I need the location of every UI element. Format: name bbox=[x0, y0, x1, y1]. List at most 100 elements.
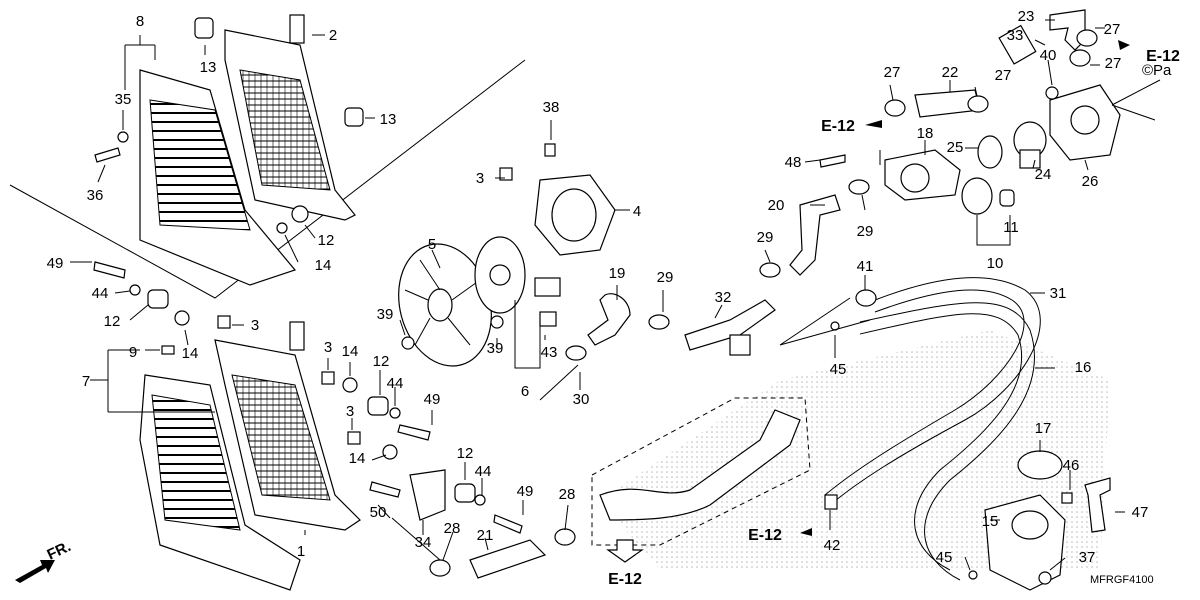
part-label-n9: 9 bbox=[129, 344, 137, 361]
part-label-n28b: 28 bbox=[559, 486, 576, 503]
part-label-n24: 24 bbox=[1035, 166, 1052, 183]
part-label-n27c: 27 bbox=[1104, 21, 1121, 38]
part-label-n50: 50 bbox=[370, 504, 387, 521]
part-label-n14d: 14 bbox=[349, 450, 366, 467]
part-label-n3c: 3 bbox=[346, 403, 354, 420]
hose-47[interactable] bbox=[1084, 477, 1111, 533]
part-label-n28a: 28 bbox=[444, 520, 461, 537]
part-label-n49a: 49 bbox=[47, 255, 64, 272]
part-label-n27a: 27 bbox=[884, 64, 901, 81]
part-label-n4: 4 bbox=[633, 203, 641, 220]
part-label-n41: 41 bbox=[857, 258, 874, 275]
radiator-cover-upper[interactable] bbox=[139, 69, 297, 286]
hose-19[interactable] bbox=[587, 293, 631, 346]
siphon-hoses[interactable] bbox=[824, 277, 1041, 581]
fan-shroud[interactable] bbox=[534, 174, 616, 256]
ref-arrows bbox=[800, 40, 1130, 536]
bracket-34[interactable] bbox=[409, 469, 446, 521]
part-label-n12c: 12 bbox=[373, 353, 390, 370]
dashed-box bbox=[591, 397, 811, 546]
fasteners bbox=[93, 17, 1098, 585]
hose-20[interactable] bbox=[789, 194, 841, 276]
part-label-n22: 22 bbox=[942, 64, 959, 81]
reserve-tank[interactable] bbox=[984, 494, 1066, 591]
part-label-n5: 5 bbox=[428, 236, 436, 253]
part-label-n44b: 44 bbox=[387, 375, 404, 392]
part-label-n20: 20 bbox=[768, 197, 785, 214]
part-label-n45a: 45 bbox=[830, 361, 847, 378]
cooling-fan[interactable] bbox=[385, 233, 504, 376]
part-label-n44a: 44 bbox=[92, 285, 109, 302]
part-label-n44c: 44 bbox=[475, 463, 492, 480]
part-label-n43: 43 bbox=[541, 344, 558, 361]
radiator-upper[interactable] bbox=[224, 14, 356, 221]
thermostat-24[interactable] bbox=[1013, 121, 1047, 169]
part-label-n3a: 3 bbox=[251, 317, 259, 334]
part-label-n18: 18 bbox=[917, 125, 934, 142]
front-arrow: FR. bbox=[15, 538, 74, 583]
part-label-n35: 35 bbox=[115, 91, 132, 108]
hose-23[interactable] bbox=[1049, 9, 1086, 51]
part-label-n36: 36 bbox=[87, 187, 104, 204]
part-label-n27d: 27 bbox=[1105, 55, 1122, 72]
part-label-n17: 17 bbox=[1035, 420, 1052, 437]
part-label-n8: 8 bbox=[136, 13, 144, 30]
thermostat-housing[interactable] bbox=[884, 149, 961, 201]
part-label-n31: 31 bbox=[1050, 285, 1067, 302]
diagram-code: MFRGF4100 bbox=[1090, 574, 1154, 586]
part-label-n3b: 3 bbox=[324, 339, 332, 356]
part-label-n11: 11 bbox=[1003, 219, 1019, 236]
part-label-n39b: 39 bbox=[487, 340, 504, 357]
ref-label-e12b: E-12 bbox=[1146, 48, 1180, 65]
part-label-n27b: 27 bbox=[995, 67, 1012, 84]
part-label-n39a: 39 bbox=[377, 306, 394, 323]
part-label-n49c: 49 bbox=[517, 483, 534, 500]
part-label-n14b: 14 bbox=[182, 345, 199, 362]
ref-label-e12d: E-12 bbox=[608, 571, 642, 588]
part-label-n7: 7 bbox=[82, 373, 90, 390]
part-label-n47: 47 bbox=[1132, 504, 1149, 521]
inset-boundary bbox=[9, 59, 526, 299]
part-label-n6: 6 bbox=[521, 383, 529, 400]
part-label-n12d: 12 bbox=[457, 445, 474, 462]
part-label-n33: 33 bbox=[1007, 27, 1024, 44]
part-label-n38: 38 bbox=[543, 99, 560, 116]
part-label-n14a: 14 bbox=[315, 257, 332, 274]
part-label-n2: 2 bbox=[329, 27, 337, 44]
part-label-n29c: 29 bbox=[857, 223, 874, 240]
part-label-n48: 48 bbox=[785, 154, 802, 171]
part-label-n12b: 12 bbox=[104, 313, 121, 330]
part-label-n46: 46 bbox=[1063, 457, 1080, 474]
ref-label-e12c: E-12 bbox=[748, 527, 782, 544]
part-label-n32: 32 bbox=[715, 289, 732, 306]
part-label-n45b: 45 bbox=[936, 549, 953, 566]
tank-cap-17[interactable] bbox=[1017, 450, 1063, 480]
stray-text: ©Pa bbox=[1142, 62, 1172, 79]
part-label-n13b: 13 bbox=[380, 111, 397, 128]
part-label-n12a: 12 bbox=[318, 232, 335, 249]
part-label-n13a: 13 bbox=[200, 59, 217, 76]
fan-motor[interactable] bbox=[474, 236, 561, 314]
front-label: FR. bbox=[45, 538, 74, 564]
water-pump-cover[interactable] bbox=[1049, 84, 1121, 161]
radiator-lower[interactable] bbox=[214, 321, 361, 531]
part-label-n42: 42 bbox=[824, 537, 841, 554]
o-ring-25[interactable] bbox=[977, 135, 1003, 169]
part-label-n19: 19 bbox=[609, 265, 626, 282]
ref-label-e12a: E-12 bbox=[821, 118, 855, 135]
part-label-n40: 40 bbox=[1040, 47, 1057, 64]
part-label-n34: 34 bbox=[415, 534, 432, 551]
part-label-n16: 16 bbox=[1075, 359, 1092, 376]
radiator-cap-10[interactable] bbox=[961, 177, 1015, 215]
ref-labels: E-12E-12E-12E-12 bbox=[608, 48, 1180, 588]
part-label-n30: 30 bbox=[573, 391, 590, 408]
part-label-n25: 25 bbox=[947, 139, 964, 156]
hose-21[interactable] bbox=[469, 539, 547, 579]
radiator-cover-lower[interactable] bbox=[139, 374, 301, 591]
part-label-n15: 15 bbox=[982, 513, 999, 530]
part-label-n37: 37 bbox=[1079, 549, 1096, 566]
temp-sensor-33[interactable] bbox=[998, 24, 1037, 65]
pipe-32[interactable] bbox=[684, 299, 776, 356]
